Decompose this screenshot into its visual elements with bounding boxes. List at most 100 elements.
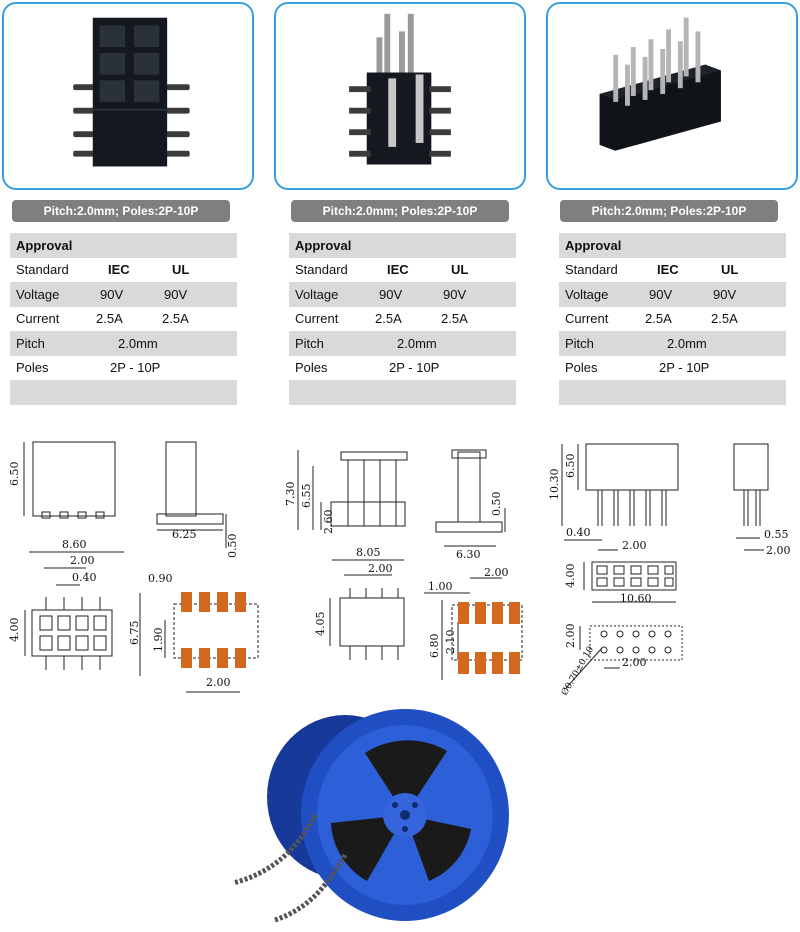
dim-depth: 4.00 xyxy=(564,564,577,589)
dim-pitch-top: 2.00 xyxy=(70,554,95,567)
pitch-label: Pitch xyxy=(565,335,594,351)
standard-label: Standard xyxy=(565,262,618,278)
dim-pin: 0.40 xyxy=(72,571,97,584)
current-row: Current 2.5A 2.5A xyxy=(559,307,786,332)
dim-hole-pitch: 2.00 xyxy=(622,656,647,669)
current-label: Current xyxy=(565,311,609,327)
product-photo-2 xyxy=(274,2,526,190)
voltage-iec: 90V xyxy=(379,286,403,302)
approval-row: Approval xyxy=(289,233,516,258)
current-iec: 2.5A xyxy=(645,311,672,327)
ul-heading: UL xyxy=(721,262,739,278)
voltage-iec: 90V xyxy=(649,286,673,302)
dim-pad-width: 1.00 xyxy=(428,580,453,593)
approval-row: Approval xyxy=(559,233,786,258)
dim-side-offset: 0.55 xyxy=(764,528,789,541)
approval-heading: Approval xyxy=(565,237,622,253)
dim-pad-gap: 2.10 xyxy=(444,630,457,655)
smd-male-header-photo xyxy=(349,13,451,165)
standard-label: Standard xyxy=(295,262,348,278)
current-label: Current xyxy=(16,311,60,327)
standard-row: Standard IEC UL xyxy=(10,258,237,283)
pitch-value: 2.0mm xyxy=(667,335,707,351)
dim-pad-gap: 1.90 xyxy=(152,628,165,653)
poles-row: Poles 2P - 10P xyxy=(289,356,516,381)
dim-width: 10.60 xyxy=(620,592,652,605)
poles-label: Poles xyxy=(295,360,328,376)
dim-pin: 0.40 xyxy=(566,526,591,539)
dim-side-offset: 0.50 xyxy=(490,492,503,517)
poles-label: Poles xyxy=(565,360,598,376)
dim-depth: 4.00 xyxy=(8,618,21,643)
voltage-label: Voltage xyxy=(295,286,339,302)
poles-label: Poles xyxy=(16,360,49,376)
approval-heading: Approval xyxy=(295,237,352,253)
pitch-poles-badge-3: Pitch:2.0mm; Poles:2P-10P xyxy=(560,200,778,222)
standard-row: Standard IEC UL xyxy=(559,258,786,283)
blank-row xyxy=(289,380,516,405)
dim-width: 8.05 xyxy=(356,546,381,559)
current-iec: 2.5A xyxy=(96,311,123,327)
dim-side-width: 6.25 xyxy=(172,528,197,541)
voltage-label: Voltage xyxy=(16,286,60,302)
dim-total-height: 10.30 xyxy=(548,469,561,501)
current-ul: 2.5A xyxy=(162,311,189,327)
poles-row: Poles 2P - 10P xyxy=(10,356,237,381)
smd-female-header-photo xyxy=(73,17,190,167)
voltage-ul: 90V xyxy=(713,286,737,302)
standard-row: Standard IEC UL xyxy=(289,258,516,283)
dim-side-offset: 0.50 xyxy=(226,534,239,559)
standard-label: Standard xyxy=(16,262,69,278)
voltage-row: Voltage 90V 90V xyxy=(559,282,786,307)
dim-pin-height: 6.55 xyxy=(300,484,313,509)
ul-heading: UL xyxy=(451,262,469,278)
poles-row: Poles 2P - 10P xyxy=(559,356,786,381)
dim-pad-row: 6.75 xyxy=(128,621,141,646)
current-ul: 2.5A xyxy=(711,311,738,327)
voltage-ul: 90V xyxy=(443,286,467,302)
dim-pad-width: 0.90 xyxy=(148,572,173,585)
spec-table-3: Approval Standard IEC UL Voltage 90V 90V… xyxy=(559,233,786,405)
dim-hole-diameter: Ø0.70±0.10 xyxy=(559,644,596,697)
dim-pad-pitch: 2.00 xyxy=(484,566,509,579)
dim-side-width: 6.30 xyxy=(456,548,481,561)
dim-pitch-top: 2.00 xyxy=(368,562,393,575)
iec-heading: IEC xyxy=(108,262,130,278)
product-photo-3 xyxy=(546,2,798,190)
iec-heading: IEC xyxy=(657,262,679,278)
voltage-iec: 90V xyxy=(100,286,124,302)
pitch-poles-badge-1: Pitch:2.0mm; Poles:2P-10P xyxy=(12,200,230,222)
pitch-row: Pitch 2.0mm xyxy=(289,331,516,356)
dim-base-height: 2.60 xyxy=(322,510,335,535)
pitch-row: Pitch 2.0mm xyxy=(559,331,786,356)
pitch-row: Pitch 2.0mm xyxy=(10,331,237,356)
spec-table-2: Approval Standard IEC UL Voltage 90V 90V… xyxy=(289,233,516,405)
approval-heading: Approval xyxy=(16,237,73,253)
pitch-poles-badge-2: Pitch:2.0mm; Poles:2P-10P xyxy=(291,200,509,222)
current-ul: 2.5A xyxy=(441,311,468,327)
voltage-row: Voltage 90V 90V xyxy=(10,282,237,307)
dim-side-pitch: 2.00 xyxy=(766,544,791,557)
pitch-label: Pitch xyxy=(16,335,45,351)
dim-pad-pitch: 2.00 xyxy=(206,676,231,689)
pitch-label: Pitch xyxy=(295,335,324,351)
pitch-value: 2.0mm xyxy=(118,335,158,351)
poles-value: 2P - 10P xyxy=(659,360,710,376)
dimension-drawings: 6.50 6.25 0.50 8.60 2.00 0.40 4.00 0.90 … xyxy=(0,430,800,710)
pitch-value: 2.0mm xyxy=(397,335,437,351)
poles-value: 2P - 10P xyxy=(110,360,161,376)
current-iec: 2.5A xyxy=(375,311,402,327)
dim-row-pitch: 2.00 xyxy=(564,624,577,649)
dim-height: 6.50 xyxy=(8,462,21,487)
voltage-ul: 90V xyxy=(164,286,188,302)
dim-pitch: 2.00 xyxy=(622,539,647,552)
solder-pads xyxy=(181,592,520,674)
dim-total-height: 7.30 xyxy=(284,482,297,507)
blank-row xyxy=(559,380,786,405)
dim-depth: 4.05 xyxy=(314,612,327,637)
blank-row xyxy=(10,380,237,405)
current-row: Current 2.5A 2.5A xyxy=(10,307,237,332)
tape-reel-image xyxy=(215,705,515,930)
tape-reel-svg xyxy=(232,709,509,923)
product-photo-1 xyxy=(2,2,254,190)
